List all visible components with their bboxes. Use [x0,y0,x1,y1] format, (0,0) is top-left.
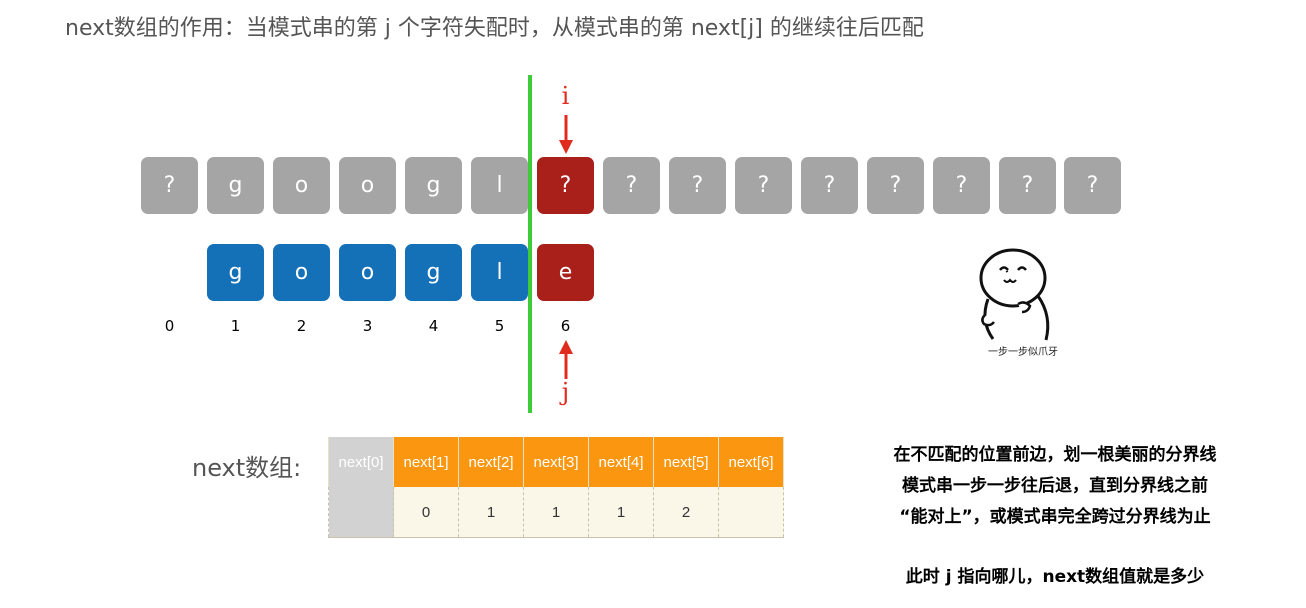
conclusion-text: 此时 j 指向哪儿，next数组值就是多少 [905,567,1205,587]
pattern-cell: l [471,244,528,301]
next-array-header-cell: next[3] [523,437,589,487]
next-array-value-cell: 1 [588,487,654,538]
next-array-header-cell: next[1] [393,437,459,487]
next-array-value-cell [328,487,394,538]
pattern-mismatch-cell: e [537,244,594,301]
index-label: 1 [230,317,241,335]
main-string-cell: o [273,157,330,214]
meme-caption: 一步一步似爪牙 [988,347,1058,358]
next-array-value-cell: 1 [458,487,524,538]
main-string-cell: g [405,157,462,214]
page-title: next数组的作用：当模式串的第 j 个字符失配时，从模式串的第 next[j]… [65,16,924,41]
explanation-text: 在不匹配的位置前边，划一根美丽的分界线 模式串一步一步往后退，直到分界线之前 “… [810,440,1300,533]
main-string-cell: g [207,157,264,214]
main-string-cell: l [471,157,528,214]
main-string-cell: ? [999,157,1056,214]
main-string-cell: ? [1064,157,1121,214]
index-label: 0 [164,317,175,335]
explanation-line: 模式串一步一步往后退，直到分界线之前 [902,476,1208,496]
main-string-cell: ? [603,157,660,214]
index-label: 5 [494,317,505,335]
next-array-value-cell: 0 [393,487,459,538]
pattern-cell: g [405,244,462,301]
next-array-label: next数组: [192,454,302,482]
index-label: 4 [428,317,439,335]
main-string-cell: ? [867,157,924,214]
arrow-down-icon [559,115,573,154]
next-array-table: next[0] next[1] next[2] next[3] next[4] … [328,437,784,538]
arrow-up-icon [559,340,573,379]
main-string-cell: ? [801,157,858,214]
main-string-cell: o [339,157,396,214]
pattern-cell: o [273,244,330,301]
explanation-line: “能对上”，或模式串完全跨过分界线为止 [899,507,1211,527]
pointer-i-label: i [561,82,570,110]
pointer-j-label: j [561,378,570,406]
next-array-value-cell: 1 [523,487,589,538]
pattern-cell: g [207,244,264,301]
pattern-cell: o [339,244,396,301]
main-string-cell: ? [735,157,792,214]
main-string-cell: ? [669,157,726,214]
next-array-header-row: next[0] next[1] next[2] next[3] next[4] … [328,437,784,487]
next-array-header-cell: next[4] [588,437,654,487]
next-array-value-cell [718,487,784,538]
boundary-line [528,75,532,413]
explanation-line: 在不匹配的位置前边，划一根美丽的分界线 [893,445,1217,465]
next-array-header-cell: next[6] [718,437,784,487]
cartoon-face-icon [979,248,1050,341]
main-string-mismatch-cell: ? [537,157,594,214]
index-label: 2 [296,317,307,335]
next-array-header-cell: next[0] [328,437,394,487]
next-array-value-cell: 2 [653,487,719,538]
main-string-cell: ? [141,157,198,214]
next-array-header-cell: next[2] [458,437,524,487]
index-label: 3 [362,317,373,335]
next-array-header-cell: next[5] [653,437,719,487]
index-label: 6 [560,317,571,335]
main-string-cell: ? [933,157,990,214]
next-array-value-row: 0 1 1 1 2 [328,487,784,538]
